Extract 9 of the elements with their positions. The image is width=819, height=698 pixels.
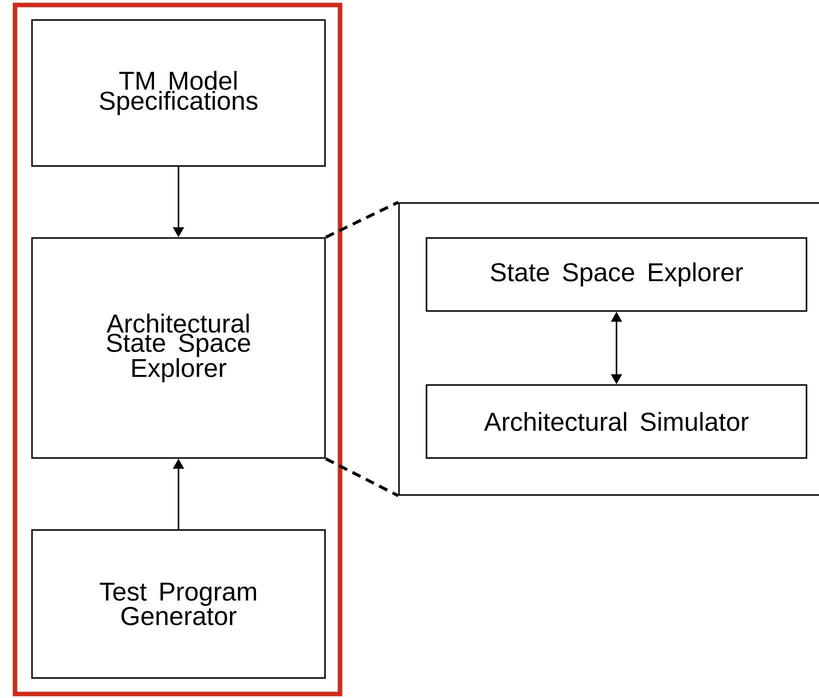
process-box: Test Program Generator bbox=[31, 529, 326, 679]
frame-box bbox=[12, 2, 342, 696]
frame-box bbox=[398, 202, 819, 496]
dashed-line bbox=[325, 200, 399, 239]
process-box: Architectural State Space Explorer bbox=[31, 237, 326, 459]
process-box: TM Model Specifications bbox=[31, 19, 326, 167]
dashed-line bbox=[325, 457, 399, 498]
process-box: Architectural Simulator bbox=[426, 384, 808, 459]
process-box: State Space Explorer bbox=[426, 237, 808, 312]
